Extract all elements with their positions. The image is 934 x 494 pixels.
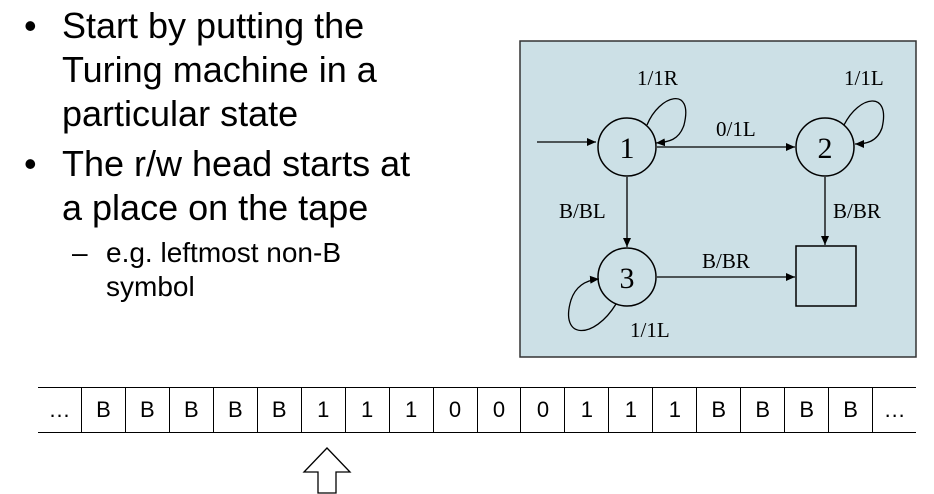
tape-cell: B [696, 388, 740, 432]
tape-cell: 1 [652, 388, 696, 432]
tape-cell: 1 [344, 388, 389, 432]
self-loop-state-3 [568, 275, 617, 332]
tape-cell: 1 [388, 388, 433, 432]
state-3-label: 3 [620, 262, 635, 295]
label-loop-2: 1/1L [844, 66, 884, 90]
state-2: 2 [795, 117, 855, 177]
tape-cell: B [828, 388, 872, 432]
state-2-label: 2 [818, 132, 833, 165]
read-write-head-arrow [302, 447, 352, 494]
tape-cell: 1 [564, 388, 608, 432]
label-edge-1-2: 0/1L [716, 117, 756, 141]
tape-cell: B [256, 388, 301, 432]
bullet-item: • The r/w head starts at a place on the … [24, 142, 494, 230]
tape-cell: B [212, 388, 257, 432]
state-1: 1 [597, 117, 657, 177]
tape-cell: B [124, 388, 169, 432]
label-loop-1: 1/1R [637, 66, 678, 90]
bullet-dot: • [24, 143, 37, 184]
label-edge-1-3: B/BL [559, 199, 606, 223]
tape-cell: B [784, 388, 828, 432]
bullet-text: The r/w head starts at a place on the ta… [62, 143, 411, 228]
tape-cell: 0 [432, 388, 477, 432]
label-edge-3-halt: B/BR [702, 249, 750, 273]
tape-cell: … [48, 397, 71, 422]
label-edge-2-halt: B/BR [833, 199, 881, 223]
tape-cell: B [168, 388, 213, 432]
tape-cell: … [872, 388, 916, 432]
sub-bullet-item: – e.g. leftmost non-B symbol [72, 236, 494, 304]
state-diagram: 1 2 3 1/1R 1/1L 0/1L B/BL B/BR B/BR 1/1L [519, 40, 917, 358]
diagram-background [519, 40, 917, 358]
bullet-text: Start by putting the Turing machine in a… [62, 5, 377, 134]
sub-bullet-text: e.g. leftmost non-B symbol [106, 237, 342, 302]
self-loop-state-1 [646, 97, 687, 147]
label-loop-3: 1/1L [630, 318, 670, 342]
tape-cell: 1 [300, 388, 345, 432]
self-loop-state-2 [843, 100, 885, 148]
tape-cell: B [740, 388, 784, 432]
sub-bullet-dash: – [72, 237, 88, 268]
tape-cell: 1 [608, 388, 652, 432]
tape-cell: 0 [476, 388, 521, 432]
halt-state-box [795, 245, 857, 307]
state-1-label: 1 [620, 132, 635, 165]
bullet-item: • Start by putting the Turing machine in… [24, 4, 494, 136]
bullet-dot: • [24, 5, 37, 46]
bullet-list: • Start by putting the Turing machine in… [24, 4, 494, 304]
tape-cell: B [80, 388, 125, 432]
tape-cell: 0 [520, 388, 564, 432]
